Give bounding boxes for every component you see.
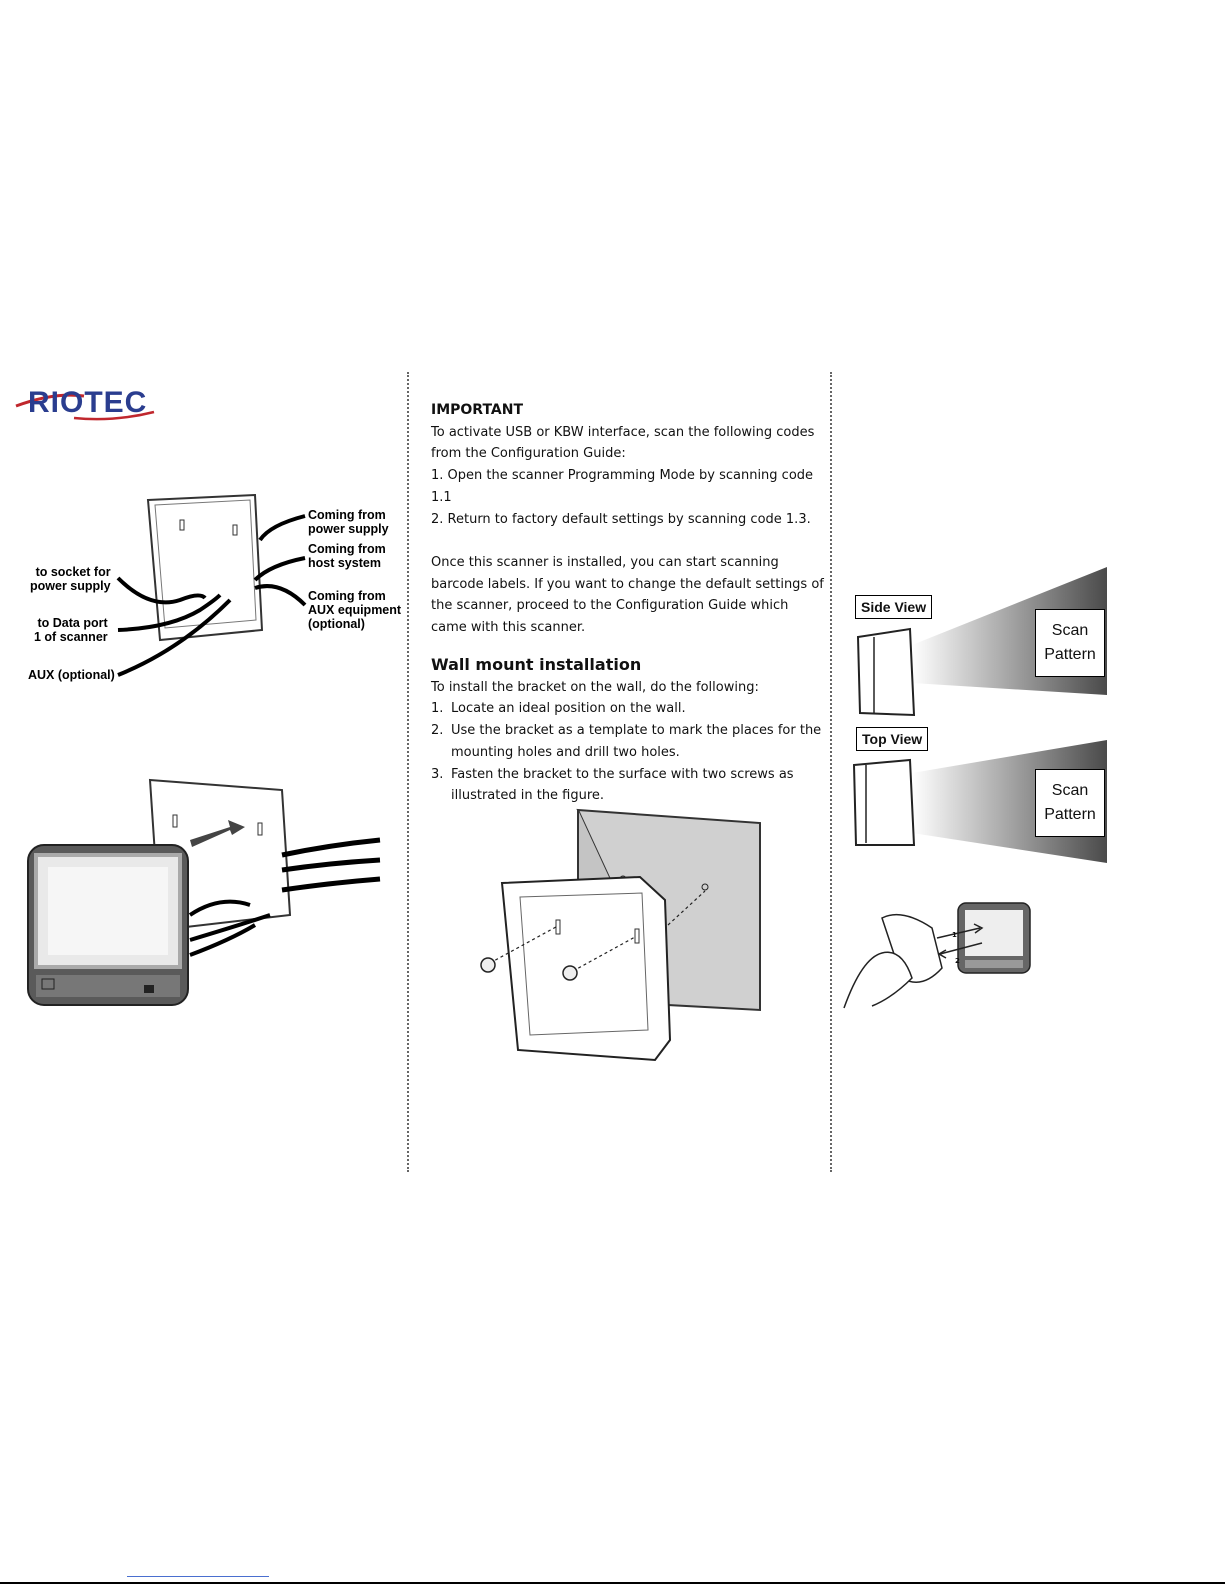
- logo-swoosh-icon: [15, 393, 155, 421]
- label-coming-from-aux-equipment: Coming from AUX equipment (optional): [308, 589, 402, 631]
- wall-step-text: Use the bracket as a template to mark th…: [451, 723, 822, 760]
- wall-step: 3. Fasten the bracket to the surface wit…: [431, 764, 826, 807]
- wall-mount-illustration: [480, 808, 761, 1062]
- wall-step-text: Locate an ideal position on the wall.: [451, 701, 686, 717]
- side-view-label: Side View: [855, 595, 933, 619]
- instructions-column: IMPORTANT To activate USB or KBW interfa…: [431, 400, 826, 807]
- wall-step: 2. Use the bracket as a template to mark…: [431, 720, 826, 763]
- label-coming-from-host-system: Coming from host system: [308, 542, 386, 570]
- wall-step-text: Fasten the bracket to the surface with t…: [451, 766, 794, 804]
- wall-step-number: 2.: [431, 723, 444, 739]
- footer-link-underline: [127, 1576, 269, 1577]
- scan-pattern-box-side: Scan Pattern: [1035, 609, 1105, 677]
- column-divider-right: [830, 372, 832, 1172]
- footer-rule: [0, 1582, 1225, 1584]
- installed-paragraph: Once this scanner is installed, you can …: [431, 554, 824, 636]
- cable-routing-illustration: [116, 493, 307, 677]
- column-divider-left: [407, 372, 409, 1172]
- label-to-data-port: to Data port 1 of scanner: [34, 616, 108, 644]
- arrow-label-1: 1: [952, 931, 957, 939]
- wall-mount-intro: To install the bracket on the wall, do t…: [431, 679, 759, 695]
- top-view-label: Top View: [856, 727, 929, 751]
- scanner-bracket-illustration: [27, 778, 381, 1006]
- wall-step-number: 3.: [431, 766, 444, 782]
- wall-mount-heading: Wall mount installation: [431, 654, 642, 674]
- arrow-label-2: 2: [955, 957, 960, 965]
- important-heading: IMPORTANT: [431, 402, 524, 418]
- scan-pattern-box-top: Scan Pattern: [1035, 769, 1105, 837]
- important-step-1: 1. Open the scanner Programming Mode by …: [431, 468, 814, 505]
- riotec-logo: RIOTEC: [14, 384, 164, 424]
- wall-step: 1. Locate an ideal position on the wall.: [431, 698, 826, 720]
- label-coming-from-power-supply: Coming from power supply: [308, 508, 389, 536]
- scanning-product-illustration: [843, 902, 1031, 1009]
- logo-text: RIOTEC: [28, 386, 148, 419]
- label-aux-optional: AUX (optional): [28, 668, 115, 682]
- label-to-socket-power-supply: to socket for power supply: [30, 565, 111, 593]
- important-step-2: 2. Return to factory default settings by…: [431, 511, 811, 527]
- important-intro: To activate USB or KBW interface, scan t…: [431, 424, 815, 462]
- wall-step-number: 1.: [431, 701, 444, 717]
